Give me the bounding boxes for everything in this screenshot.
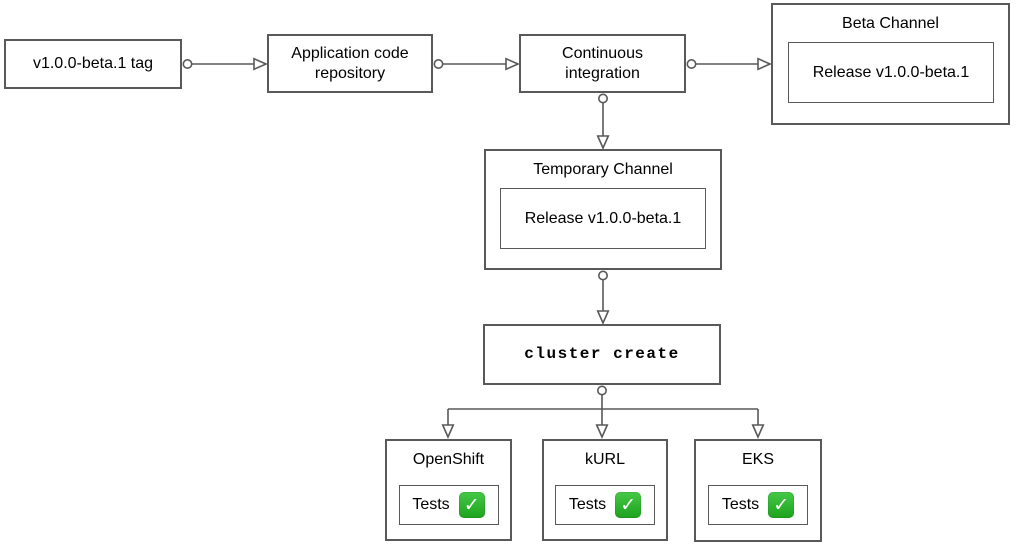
continuous-integration-label: Continuous integration	[562, 44, 643, 82]
beta-channel-release-label: Release v1.0.0-beta.1	[812, 63, 970, 81]
application-code-repository-label: Application code repository	[291, 44, 409, 82]
kurl-tests-box: Tests ✓	[555, 485, 655, 525]
kurl-title: kURL	[584, 451, 625, 468]
cluster-create-label: cluster create	[524, 344, 680, 363]
check-glyph: ✓	[620, 494, 637, 516]
eks-title: EKS	[741, 451, 774, 468]
node-cluster-create: cluster create	[483, 324, 721, 385]
node-eks: EKS Tests ✓	[694, 439, 822, 542]
connector-ci-to-beta-channel	[686, 57, 772, 71]
check-mark-button-icon: ✓	[768, 492, 795, 518]
check-glyph: ✓	[773, 494, 790, 516]
node-version-tag: v1.0.0-beta.1 tag	[4, 39, 182, 89]
temporary-channel-title: Temporary Channel	[533, 161, 673, 178]
node-application-code-repository: Application code repository	[267, 34, 433, 93]
connector-ci-to-temporary-channel	[596, 93, 610, 150]
check-mark-button-icon: ✓	[615, 492, 642, 518]
connector-tag-to-repo	[182, 57, 268, 71]
node-kurl: kURL Tests ✓	[542, 439, 668, 541]
connector-temporary-channel-to-cluster-create	[596, 270, 610, 325]
node-temporary-channel: Temporary Channel Release v1.0.0-beta.1	[484, 149, 722, 270]
temporary-channel-release-label: Release v1.0.0-beta.1	[524, 209, 682, 227]
beta-channel-release-box: Release v1.0.0-beta.1	[788, 42, 994, 103]
openshift-title: OpenShift	[412, 451, 485, 468]
check-glyph: ✓	[463, 494, 480, 516]
beta-channel-title: Beta Channel	[842, 15, 939, 32]
openshift-tests-label: Tests	[412, 496, 450, 513]
node-continuous-integration: Continuous integration	[519, 34, 686, 93]
node-beta-channel: Beta Channel Release v1.0.0-beta.1	[771, 3, 1010, 125]
connector-repo-to-ci	[433, 57, 520, 71]
node-openshift: OpenShift Tests ✓	[385, 439, 512, 541]
openshift-tests-box: Tests ✓	[398, 485, 499, 525]
eks-tests-box: Tests ✓	[708, 485, 808, 525]
temporary-channel-release-box: Release v1.0.0-beta.1	[500, 188, 706, 249]
version-tag-label: v1.0.0-beta.1 tag	[32, 55, 154, 73]
eks-tests-label: Tests	[721, 496, 760, 513]
kurl-tests-label: Tests	[568, 496, 607, 513]
connector-cluster-create-to-platforms	[441, 385, 765, 439]
check-mark-button-icon: ✓	[458, 492, 485, 518]
